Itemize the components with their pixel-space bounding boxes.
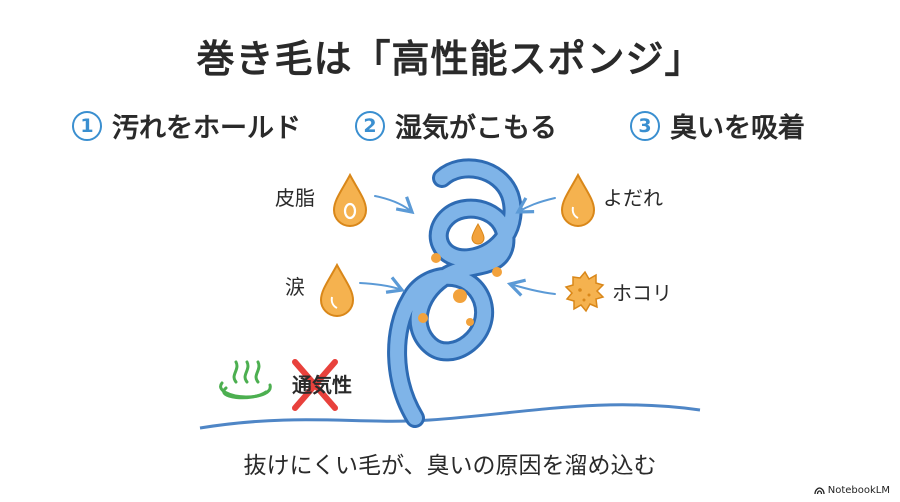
point-1-label: 汚れをホールド bbox=[112, 113, 301, 144]
point-1-number: 1 bbox=[72, 110, 102, 141]
point-2-label: 湿気がこもる bbox=[395, 113, 557, 144]
dust-label: ホコリ bbox=[612, 281, 672, 305]
cross-icon bbox=[292, 359, 338, 411]
tears-label: 涙 bbox=[285, 275, 305, 299]
curly-hair bbox=[387, 158, 523, 428]
caption: 抜けにくい毛が、臭いの原因を溜め込む bbox=[243, 453, 657, 479]
ventilation-label: 通気性 bbox=[292, 373, 352, 397]
notebooklm-logo-icon bbox=[814, 486, 825, 494]
arrow-icon bbox=[506, 278, 556, 297]
point-2-number: 2 bbox=[355, 110, 385, 141]
notebooklm-logo: NotebookLM bbox=[814, 485, 890, 496]
point-3-label: 臭いを吸着 bbox=[670, 113, 805, 144]
point-3: 3 臭いを吸着 bbox=[630, 106, 805, 145]
ground-line bbox=[199, 403, 701, 430]
arrow-icon bbox=[359, 276, 405, 294]
point-3-number: 3 bbox=[630, 110, 660, 141]
drool-label: よだれ bbox=[603, 186, 663, 210]
trapped-dirt bbox=[418, 253, 502, 326]
point-1: 1 汚れをホールド bbox=[72, 106, 301, 145]
page-title: 巻き毛は「高性能スポンジ」 bbox=[196, 37, 704, 81]
trapped-drop-icon bbox=[471, 222, 485, 245]
drool-drop-icon bbox=[560, 172, 596, 227]
point-2: 2 湿気がこもる bbox=[355, 106, 557, 145]
tears-drop-icon bbox=[319, 262, 355, 317]
logo-text: NotebookLM bbox=[827, 485, 890, 496]
dust-icon bbox=[564, 270, 605, 313]
arrow-icon bbox=[515, 197, 556, 214]
arrow-icon bbox=[374, 195, 415, 215]
sebum-drop-icon bbox=[332, 172, 368, 227]
sebum-label: 皮脂 bbox=[275, 186, 315, 210]
steam-icon bbox=[219, 360, 272, 400]
